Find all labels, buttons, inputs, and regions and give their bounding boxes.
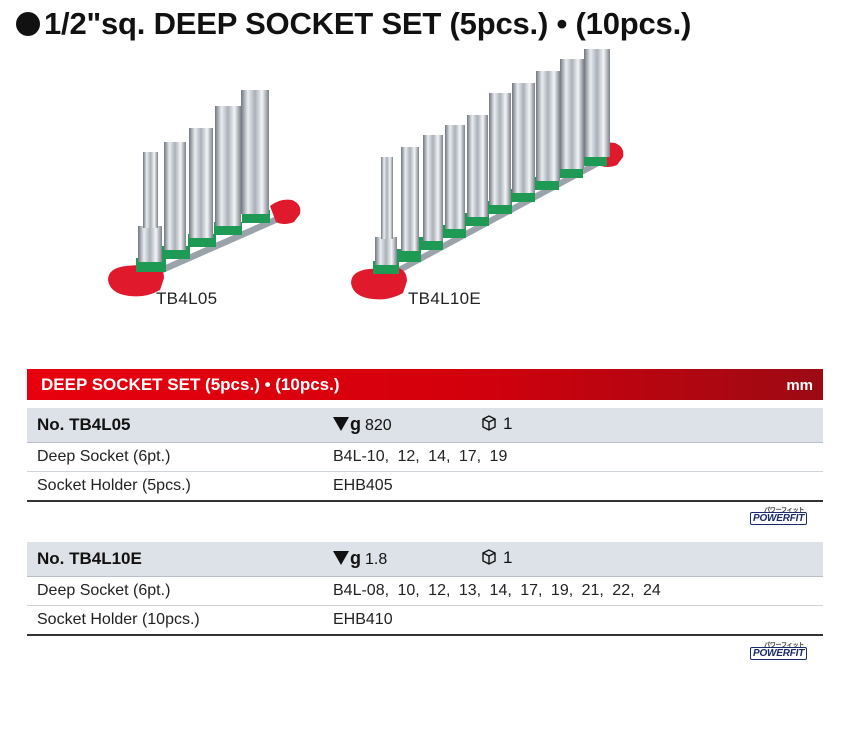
socket-set-5pcs-illustration bbox=[108, 90, 301, 297]
photo-label-tb4l10e: TB4L10E bbox=[408, 289, 481, 308]
spec-value: B4L-10, 12, 14, 17, 19 bbox=[333, 448, 508, 465]
page-title: 1/2"sq. DEEP SOCKET SET (5pcs.) • (10pcs… bbox=[16, 6, 691, 42]
spec-row: Deep Socket (6pt.) B4L-08, 10, 12, 13, 1… bbox=[27, 577, 823, 606]
quantity: 1 bbox=[481, 414, 512, 434]
product-photo-tb4l05 bbox=[100, 80, 320, 310]
spec-value: B4L-08, 10, 12, 13, 14, 17, 19, 21, 22, … bbox=[333, 582, 661, 599]
spec-name: Deep Socket (6pt.) bbox=[37, 582, 171, 599]
unit-label: mm bbox=[786, 377, 813, 394]
spec-name: Deep Socket (6pt.) bbox=[37, 448, 171, 465]
quantity: 1 bbox=[481, 548, 512, 568]
bullet-dot-icon bbox=[16, 12, 40, 36]
spec-row: Socket Holder (5pcs.) EHB405 bbox=[27, 472, 823, 502]
spec-table-title: DEEP SOCKET SET (5pcs.) • (10pcs.) bbox=[41, 375, 340, 394]
box-icon bbox=[482, 549, 496, 565]
spec-value: EHB410 bbox=[333, 611, 393, 628]
powerfit-logo: パワーフィット POWERFIT bbox=[750, 508, 808, 525]
powerfit-logo: パワーフィット POWERFIT bbox=[750, 643, 808, 660]
socket-set-10pcs-illustration bbox=[351, 49, 624, 300]
spec-table-header: DEEP SOCKET SET (5pcs.) • (10pcs.) mm bbox=[27, 369, 823, 400]
spec-value: EHB405 bbox=[333, 477, 393, 494]
spec-row: Deep Socket (6pt.) B4L-10, 12, 14, 17, 1… bbox=[27, 443, 823, 472]
box-icon bbox=[482, 415, 496, 431]
model-number: No. TB4L05 bbox=[37, 415, 131, 434]
spec-row: Socket Holder (10pcs.) EHB410 bbox=[27, 606, 823, 636]
spec-name: Socket Holder (10pcs.) bbox=[37, 611, 200, 628]
photo-label-tb4l05: TB4L05 bbox=[156, 289, 218, 308]
weight-triangle-icon bbox=[333, 417, 349, 431]
model-number: No. TB4L10E bbox=[37, 549, 142, 568]
product-photo-tb4l10e bbox=[345, 45, 630, 310]
weight-triangle-icon bbox=[333, 551, 349, 565]
spec-name: Socket Holder (5pcs.) bbox=[37, 477, 191, 494]
